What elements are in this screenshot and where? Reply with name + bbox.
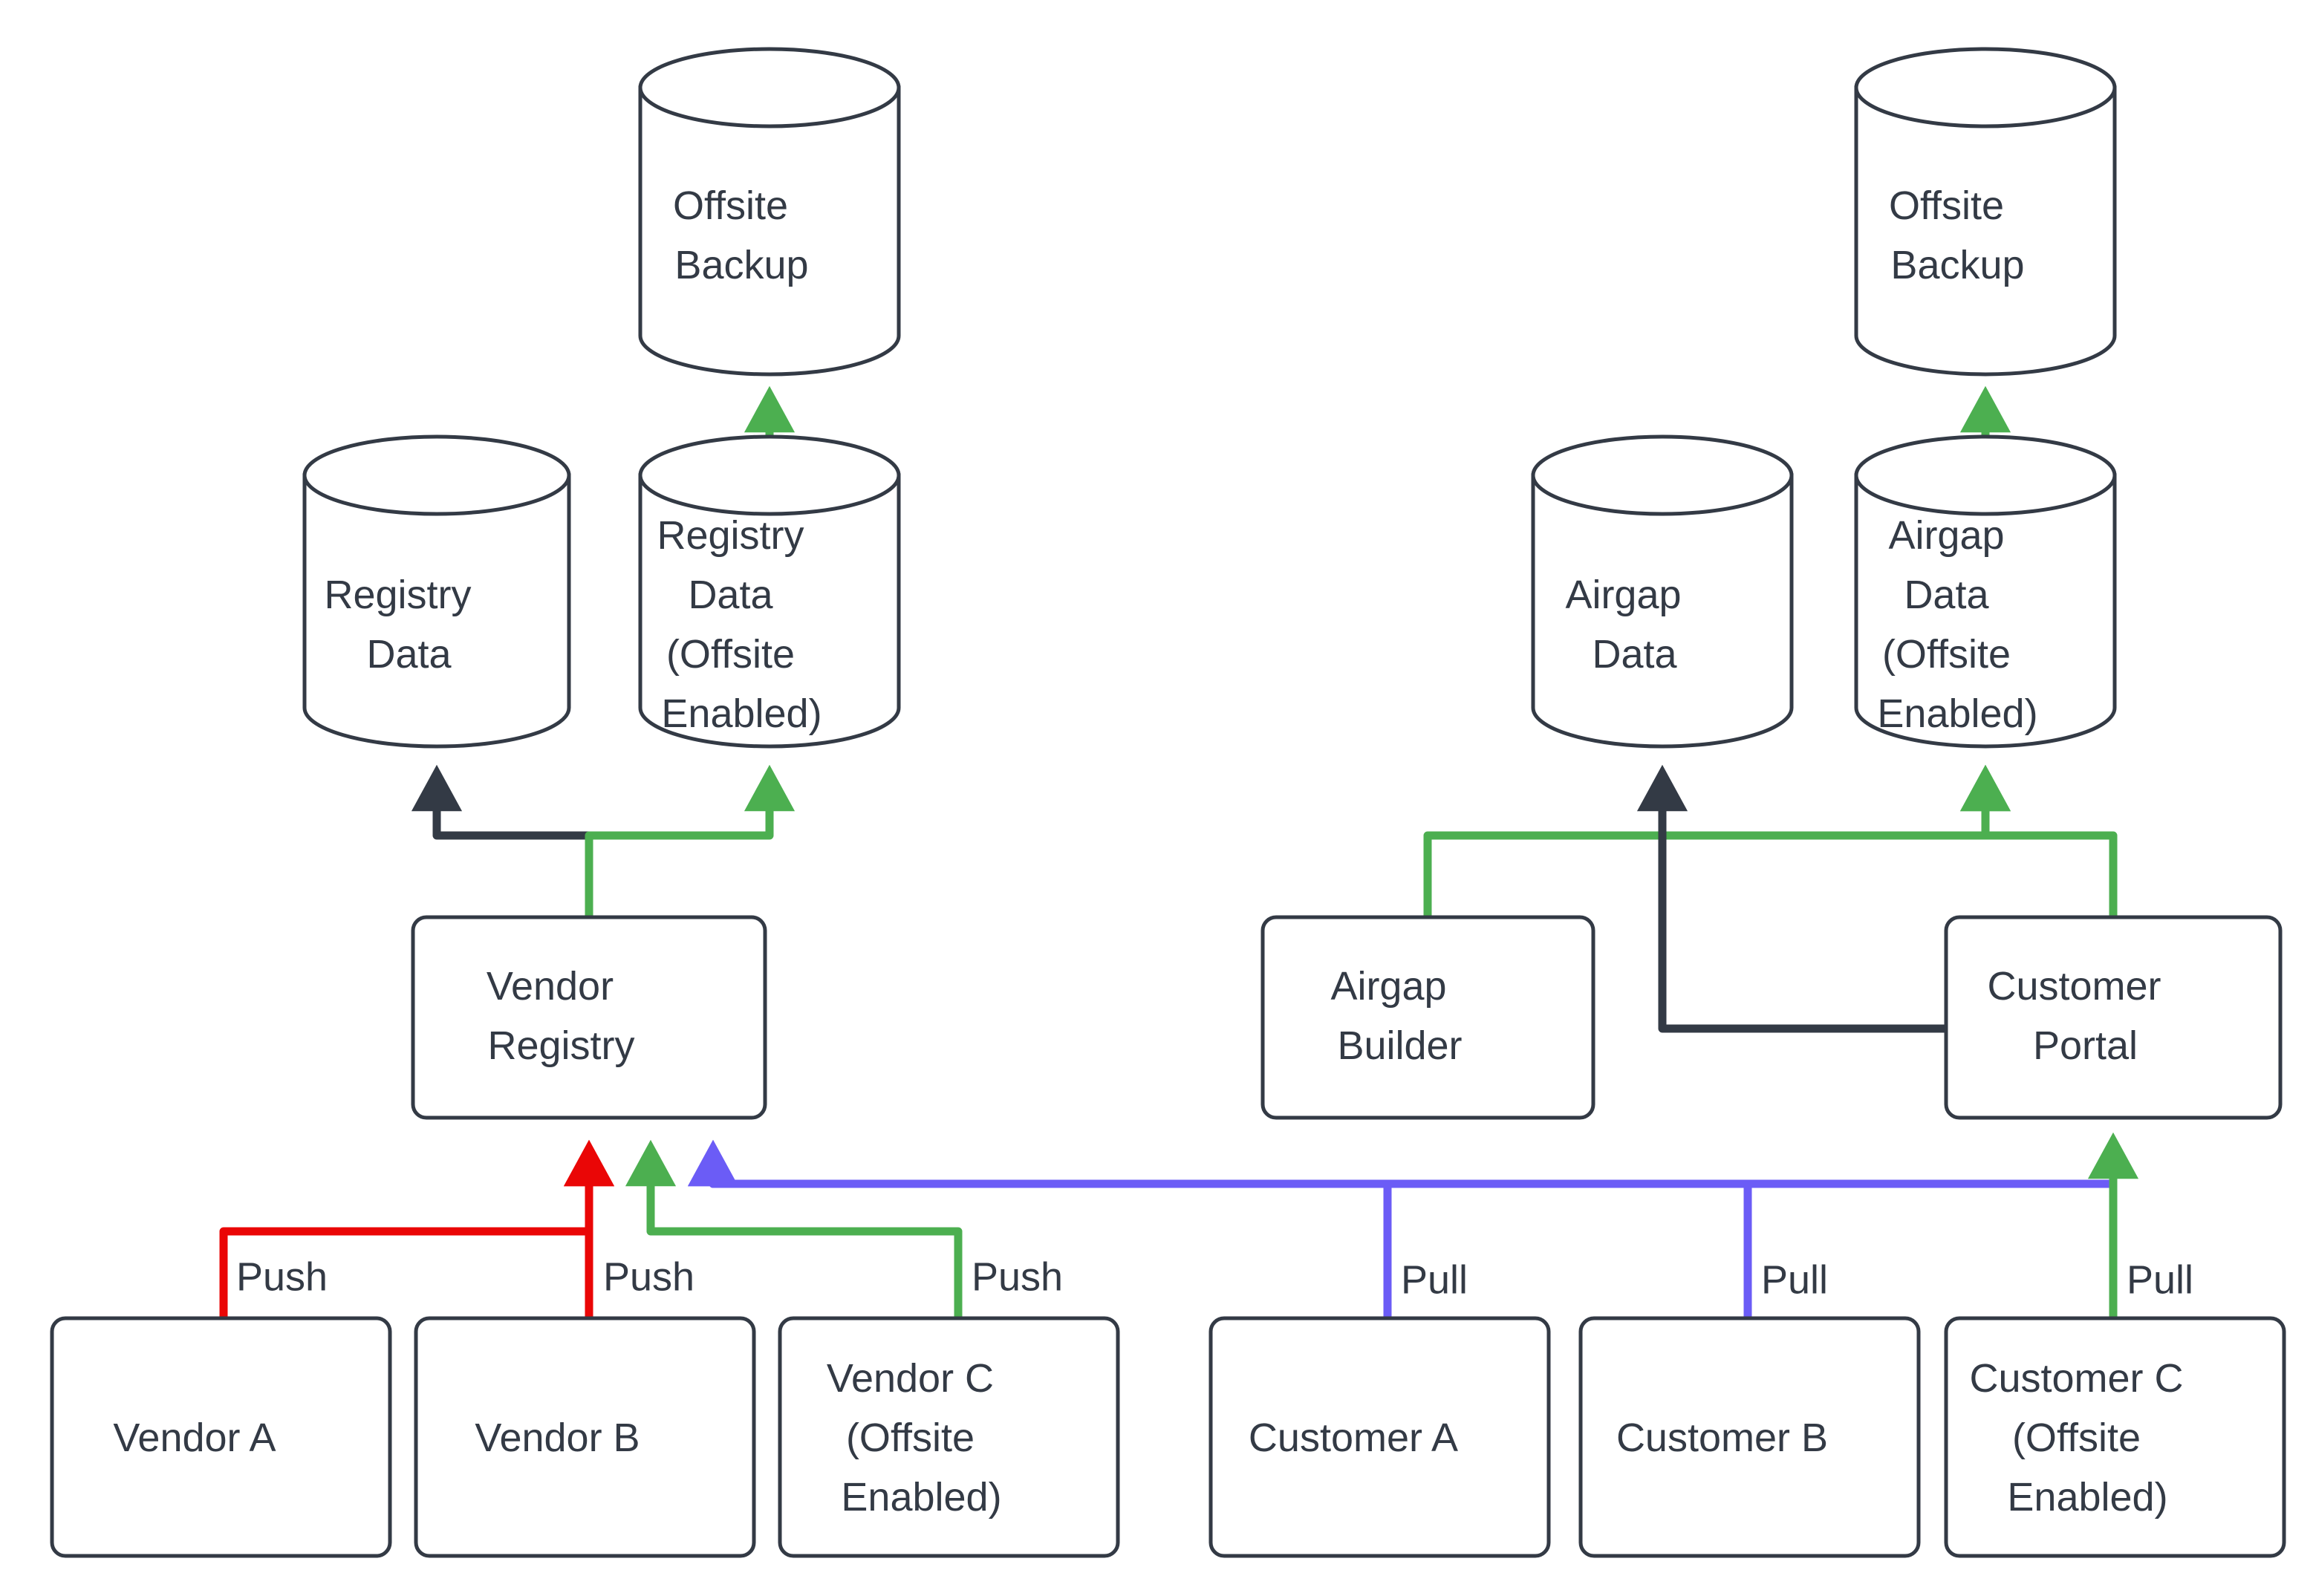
edge-airgap-builder-to-airgap-data-offsite (1423, 764, 2011, 917)
node-label: Vendor C (Offsite Enabled) (827, 1356, 1072, 1520)
node-customer-portal[interactable]: Customer Portal (1944, 915, 2283, 1120)
edge-vendor-registry-to-registry-data-offsite (585, 764, 796, 917)
edge-label-customer-c-pull: Pull (2127, 1257, 2193, 1302)
node-label: Offsite Backup (673, 183, 866, 287)
node-label: Offsite Backup (1889, 183, 2082, 287)
node-registry-data[interactable]: Registry Data (302, 434, 571, 749)
node-label: Registry Data (324, 573, 549, 677)
edge-vendor-registry-to-registry-data (411, 764, 593, 917)
node-label: Registry Data (Offsite Enabled) (657, 513, 882, 736)
node-label: Customer B (1616, 1416, 1884, 1460)
node-label: Airgap Data (Offsite Enabled) (1877, 513, 2093, 736)
node-label: Vendor Registry (487, 964, 692, 1068)
edge-label-customer-a-pull: Pull (1401, 1257, 1468, 1302)
node-label: Airgap Data (1565, 573, 1759, 677)
edge-vendor-c-push (625, 1139, 963, 1318)
node-registry-data-offsite[interactable]: Registry Data (Offsite Enabled) (638, 434, 901, 749)
node-airgap-data[interactable]: Airgap Data (1531, 434, 1794, 749)
node-airgap-data-offsite[interactable]: Airgap Data (Offsite Enabled) (1854, 434, 2117, 749)
node-label: Vendor A (113, 1416, 329, 1460)
node-label: Customer A (1249, 1416, 1512, 1460)
node-label: Customer C (Offsite Enabled) (1969, 1356, 2261, 1520)
node-customer-b[interactable]: Customer B (1578, 1316, 1921, 1558)
node-customer-c[interactable]: Customer C (Offsite Enabled) (1944, 1316, 2286, 1558)
node-airgap-builder[interactable]: Airgap Builder (1260, 915, 1595, 1120)
edge-customer-portal-to-airgap-data-offsite (1959, 764, 2118, 917)
node-label: Vendor B (475, 1416, 695, 1460)
node-offsite-backup-right[interactable]: Offsite Backup (1854, 47, 2117, 377)
edge-label-vendor-c-push: Push (972, 1254, 1063, 1299)
edge-label-vendor-a-push: Push (236, 1254, 328, 1299)
node-vendor-b[interactable]: Vendor B (414, 1316, 756, 1558)
node-offsite-backup-left[interactable]: Offsite Backup (638, 47, 901, 377)
node-vendor-a[interactable]: Vendor A (50, 1316, 392, 1558)
node-vendor-registry[interactable]: Vendor Registry (411, 915, 767, 1120)
node-label: Airgap Builder (1330, 964, 1524, 1068)
node-customer-a[interactable]: Customer A (1208, 1316, 1551, 1558)
edge-customer-portal-to-airgap-data (1636, 764, 1946, 1033)
node-label: Customer Portal (1987, 964, 2239, 1068)
edge-label-vendor-b-push: Push (603, 1254, 694, 1299)
edge-label-customer-b-pull: Pull (1761, 1257, 1828, 1302)
node-vendor-c[interactable]: Vendor C (Offsite Enabled) (778, 1316, 1120, 1558)
